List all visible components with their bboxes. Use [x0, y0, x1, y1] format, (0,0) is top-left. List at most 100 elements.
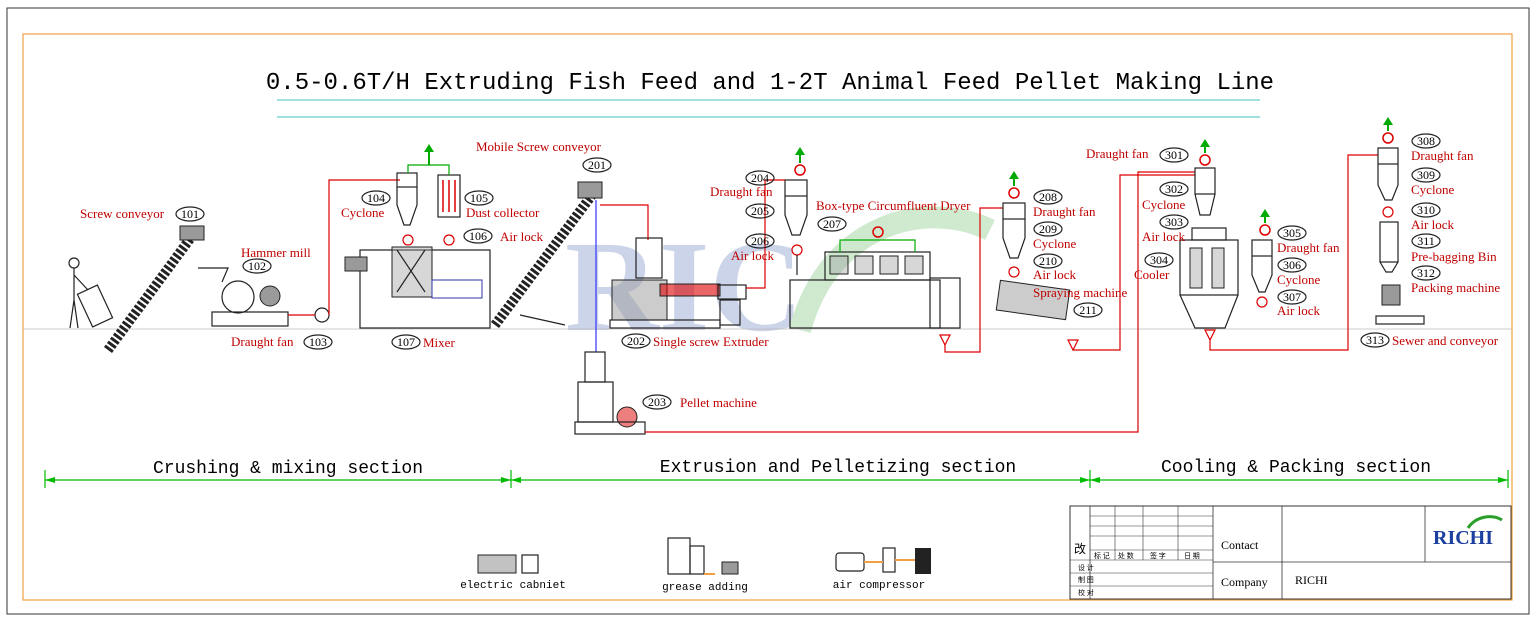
- tb-header-mark: 标 记: [1094, 551, 1110, 560]
- company-label: Company: [1221, 575, 1268, 589]
- tag-210-text: 210: [1039, 254, 1057, 268]
- tag-207-text: 207: [823, 217, 841, 231]
- draught-fan-103: [314, 307, 330, 323]
- company-value: RICHI: [1295, 573, 1328, 587]
- tag-302-text: 302: [1165, 182, 1183, 196]
- tag-204-text: 204: [751, 171, 769, 185]
- tag-308-text: 308: [1417, 134, 1435, 148]
- tag-211: [1073, 302, 1103, 318]
- label-206: Air lock: [731, 248, 774, 263]
- tag-302: [1159, 181, 1189, 197]
- draught-fan-208: [1008, 187, 1020, 199]
- watermark-swoosh: [789, 206, 995, 334]
- vent-arrow-head-204: [795, 147, 805, 155]
- tag-103-text: 103: [309, 335, 327, 349]
- tag-304: [1144, 252, 1174, 268]
- tag-312-text: 312: [1417, 266, 1435, 280]
- mixer-107: [344, 246, 491, 329]
- tag-309-text: 309: [1417, 168, 1435, 182]
- tag-102-text: 102: [248, 259, 266, 273]
- tag-310: [1411, 202, 1441, 218]
- title-block: [1069, 505, 1512, 600]
- tag-103: [303, 334, 333, 350]
- vent-arrow-head-301: [1200, 139, 1210, 147]
- cyclone-205: [784, 179, 808, 275]
- label-101: Screw conveyor: [80, 206, 165, 221]
- section-extrusion: Extrusion and Pelletizing section: [660, 458, 1016, 478]
- cyclone-309: [1377, 147, 1399, 218]
- legend-grease-label: grease adding: [662, 582, 748, 594]
- tag-209-text: 209: [1039, 222, 1057, 236]
- tag-107-text: 107: [397, 335, 415, 349]
- label-102: Hammer mill: [241, 245, 311, 260]
- tag-301-text: 301: [1165, 148, 1183, 162]
- tb-header-count: 处 数: [1118, 551, 1134, 560]
- dust-collector-105: [437, 174, 461, 246]
- tag-303: [1159, 214, 1189, 230]
- legend-electric-label: electric cabniet: [460, 580, 566, 592]
- tag-104: [361, 190, 391, 206]
- draught-fan-305: [1259, 224, 1271, 236]
- tag-305: [1277, 225, 1307, 241]
- tag-311: [1411, 233, 1441, 249]
- mobile-screw-conveyor-201: [490, 181, 603, 328]
- pipe-pellet-to-cooler: [645, 171, 1195, 433]
- label-306: Cyclone: [1277, 272, 1321, 287]
- section-dimension-line: [44, 470, 1509, 488]
- tag-209: [1033, 221, 1063, 237]
- label-201: Mobile Screw conveyor: [476, 139, 602, 154]
- label-303: Air lock: [1142, 229, 1185, 244]
- tag-106: [463, 228, 493, 244]
- label-313: Sewer and conveyor: [1392, 333, 1499, 348]
- drawing-frame: [22, 33, 1513, 601]
- richi-logo-text: RICHI: [1433, 527, 1493, 549]
- pellet-machine-203: [574, 351, 646, 435]
- label-309: Cyclone: [1411, 182, 1455, 197]
- tag-303-text: 303: [1165, 215, 1183, 229]
- pre-bagging-bin-311: [1379, 221, 1399, 273]
- tag-205-text: 205: [751, 204, 769, 218]
- cooler-304: [1179, 227, 1239, 342]
- tag-210: [1033, 253, 1063, 269]
- label-208: Draught fan: [1033, 204, 1096, 219]
- legend-electric-cabinet: electric cabniet: [460, 554, 566, 592]
- tb-draw: 制 图: [1078, 575, 1094, 584]
- tag-206: [745, 233, 775, 249]
- screw-conveyor-101: [103, 225, 205, 353]
- label-307: Air lock: [1277, 303, 1320, 318]
- tb-header-sign: 签 字: [1150, 551, 1166, 560]
- tag-102: [242, 258, 272, 274]
- box-type-dryer-207: [789, 239, 961, 347]
- tag-105-text: 105: [470, 191, 488, 205]
- tag-313: [1360, 332, 1390, 348]
- cyclone-104: [396, 172, 418, 246]
- tag-312: [1411, 265, 1441, 281]
- pipe-crushing: [288, 179, 400, 316]
- equipment-labels: Screw conveyor 101 Hammer mill 102 Draug…: [80, 133, 1500, 410]
- tag-203: [642, 394, 672, 410]
- tag-201-text: 201: [588, 158, 606, 172]
- tag-311-text: 311: [1417, 234, 1435, 248]
- tag-201: [582, 157, 612, 173]
- vent-arrow-head-208: [1009, 171, 1019, 179]
- tag-104-text: 104: [367, 191, 385, 205]
- pipe-dryer-to-cyclone: [944, 207, 1003, 353]
- tag-304-text: 304: [1150, 253, 1168, 267]
- label-310: Air lock: [1411, 217, 1454, 232]
- draught-fan-204: [794, 164, 806, 176]
- dryer-fan-icon: [872, 226, 884, 238]
- label-207: Box-type Circumfluent Dryer: [816, 198, 971, 213]
- tag-105: [464, 190, 494, 206]
- contact-label: Contact: [1221, 538, 1259, 552]
- tag-106-text: 106: [469, 229, 487, 243]
- pipe-spray-to-cooler: [1073, 174, 1195, 351]
- label-302: Cyclone: [1142, 197, 1186, 212]
- label-210: Air lock: [1033, 267, 1076, 282]
- cyclone-302: [1194, 154, 1216, 216]
- hammer-mill-102: [198, 267, 289, 327]
- tb-check: 校 对: [1078, 588, 1094, 597]
- tag-310-text: 310: [1417, 203, 1435, 217]
- vent-arrow-head-305: [1260, 209, 1270, 217]
- section-cooling: Cooling & Packing section: [1161, 458, 1431, 478]
